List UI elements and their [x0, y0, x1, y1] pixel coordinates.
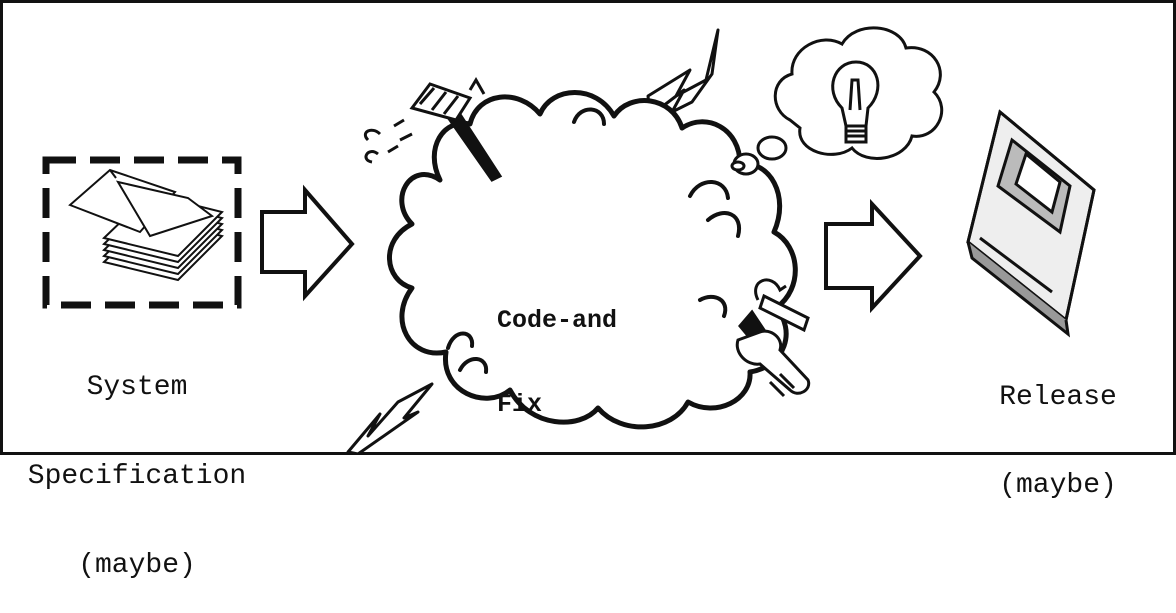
spec-label-line: (maybe) [78, 550, 196, 581]
code-label-line: Fix [497, 390, 543, 419]
release-label-line: (maybe) [999, 470, 1117, 501]
release-label: Release (maybe) [963, 328, 1153, 532]
right-arrow-icon [824, 198, 923, 314]
lightbulb-icon [730, 26, 944, 176]
lightning-icon [346, 382, 434, 455]
hammer-icon [363, 77, 503, 182]
release-label-line: Release [999, 382, 1117, 413]
code-label-line: Code-and [497, 306, 618, 335]
spec-label-line: Specification [27, 461, 247, 492]
right-arrow-icon [260, 184, 355, 302]
floppy-disk-icon [966, 109, 1096, 338]
spec-dashed-box [42, 156, 242, 309]
diagram-frame [0, 0, 1176, 455]
code-and-fix-diagram [0, 0, 1176, 455]
spec-label-line: System [86, 372, 188, 403]
lightning-icon [646, 28, 720, 118]
code-and-fix-label: Code-and Fix [497, 258, 617, 451]
spec-label: System Specification (maybe) [6, 318, 268, 613]
wrench-hand-icon [735, 278, 811, 398]
document-stack-icon [68, 168, 224, 282]
cloud-detail [446, 107, 742, 374]
